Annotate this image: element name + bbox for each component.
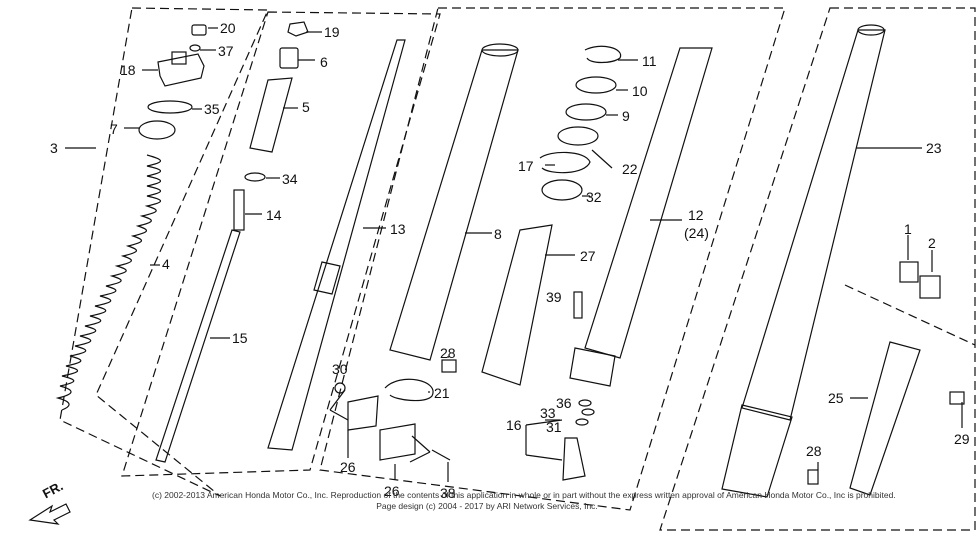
ring-34 xyxy=(244,172,266,182)
holder-26a xyxy=(347,395,379,431)
label-27: 27 xyxy=(580,248,596,264)
bushing-11 xyxy=(584,45,622,64)
bracket-1 xyxy=(899,261,919,283)
label-10: 10 xyxy=(632,83,648,99)
spring-4 xyxy=(55,154,162,411)
label-22: 22 xyxy=(622,161,638,177)
damper-13 xyxy=(267,39,406,451)
washer-36 xyxy=(578,399,592,407)
label-15: 15 xyxy=(232,330,248,346)
label-20: 20 xyxy=(220,20,236,36)
outer-tube-8 xyxy=(389,49,519,361)
label-18: 18 xyxy=(120,62,136,78)
label-24: (24) xyxy=(684,225,709,241)
label-37: 37 xyxy=(218,43,234,59)
panel-right-fork xyxy=(659,7,976,531)
label-33: 33 xyxy=(540,405,556,421)
oring-35 xyxy=(147,100,193,114)
panel-spring-group xyxy=(59,7,269,497)
label-30: 30 xyxy=(332,361,348,377)
rod-5 xyxy=(249,77,293,153)
clip-17 xyxy=(539,151,591,174)
label-36: 36 xyxy=(556,395,572,411)
label-34: 34 xyxy=(282,171,298,187)
oring-31 xyxy=(575,418,589,426)
label-32: 32 xyxy=(586,189,602,205)
bolt-38 xyxy=(431,449,451,461)
panel-tube-group xyxy=(319,7,786,511)
label-9: 9 xyxy=(622,108,630,124)
label-2: 2 xyxy=(928,235,936,251)
fork-guard-27 xyxy=(481,224,553,386)
label-39: 39 xyxy=(546,289,562,305)
label-35: 35 xyxy=(204,101,220,117)
bolt-28b xyxy=(807,469,819,485)
inner-tube-12 xyxy=(584,47,713,359)
label-4: 4 xyxy=(162,256,170,272)
label-17: 17 xyxy=(518,158,534,174)
label-28: 28 xyxy=(806,443,822,459)
piston-rod-15 xyxy=(155,229,241,463)
bolt-20 xyxy=(191,24,207,36)
label-38: 38 xyxy=(440,485,456,501)
label-19: 19 xyxy=(324,24,340,40)
label-23: 23 xyxy=(926,140,942,156)
label-7: 7 xyxy=(110,121,118,137)
right-fork-23 xyxy=(741,29,886,421)
page-design-credit: Page design (c) 2004 - 2017 by ARI Netwo… xyxy=(376,501,598,511)
label-5: 5 xyxy=(302,99,310,115)
bolt-30 xyxy=(334,382,346,394)
label-16: 16 xyxy=(506,417,522,433)
label-26: 26 xyxy=(384,483,400,499)
label-1: 1 xyxy=(904,221,912,237)
direction-arrow xyxy=(28,503,71,525)
holder-26b xyxy=(379,423,416,461)
label-31: 31 xyxy=(546,419,562,435)
label-26: 26 xyxy=(340,459,356,475)
panel-damper-group xyxy=(121,11,441,477)
part-6 xyxy=(279,47,299,69)
washer-9 xyxy=(565,103,607,121)
valve-14 xyxy=(233,189,245,231)
washer-33 xyxy=(581,408,595,416)
label-25: 25 xyxy=(828,390,844,406)
label-28: 28 xyxy=(440,345,456,361)
label-21: 21 xyxy=(434,385,450,401)
label-29: 29 xyxy=(954,431,970,447)
label-13: 13 xyxy=(390,221,406,237)
label-6: 6 xyxy=(320,54,328,70)
label-3: 3 xyxy=(50,140,58,156)
fork-guard-25 xyxy=(849,341,921,496)
label-11: 11 xyxy=(642,53,657,69)
bushing-10 xyxy=(575,76,617,94)
copyright-line: (c) 2002-2013 American Honda Motor Co., … xyxy=(152,490,896,500)
washer-37 xyxy=(189,44,201,52)
bracket-2 xyxy=(919,275,941,299)
seal-22 xyxy=(557,126,599,146)
fork-cap-18 xyxy=(157,53,205,87)
collar-7 xyxy=(138,120,176,140)
bolt-39 xyxy=(573,291,583,319)
label-14: 14 xyxy=(266,207,282,223)
clip-21 xyxy=(384,378,434,402)
nut-19 xyxy=(287,21,309,37)
dust-seal-32 xyxy=(541,179,583,201)
bolt-28a xyxy=(441,359,457,373)
panel-divider xyxy=(844,284,976,346)
label-12: 12 xyxy=(688,207,704,223)
bolt-29 xyxy=(949,391,965,405)
label-8: 8 xyxy=(494,226,502,242)
adjuster-16 xyxy=(562,437,586,481)
